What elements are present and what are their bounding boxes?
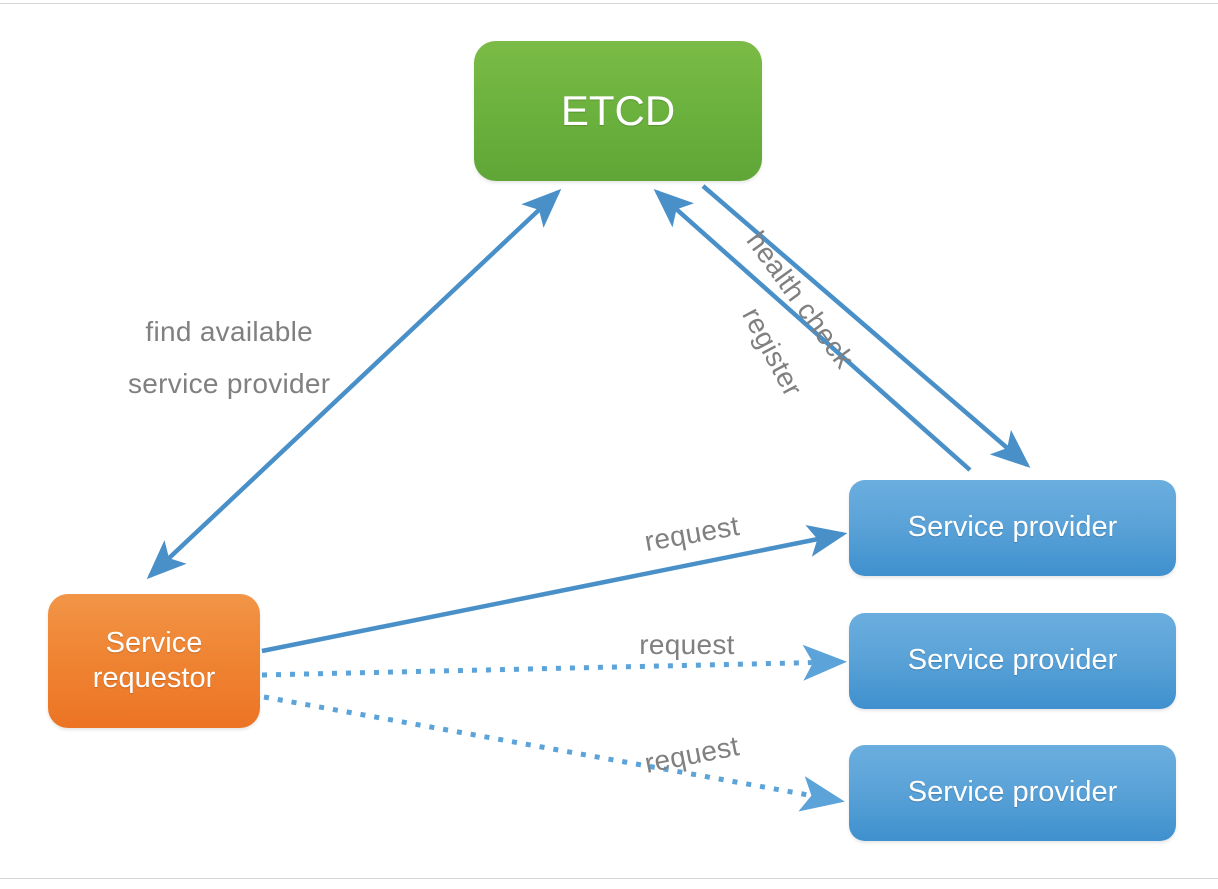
node-service-requestor[interactable]: Service requestor <box>48 594 260 728</box>
edge-label-request-2: request <box>639 629 735 660</box>
edge-label-find-available-line2: service provider <box>128 367 331 399</box>
node-service-provider-3-label: Service provider <box>907 776 1118 809</box>
node-service-provider-2-label: Service provider <box>907 644 1118 677</box>
frame-border-bottom <box>0 878 1218 879</box>
node-service-provider-3[interactable]: Service provider <box>849 745 1176 841</box>
node-service-provider-1-label: Service provider <box>907 511 1118 544</box>
edge-request-3 <box>263 694 845 812</box>
edge-label-request-1: request <box>642 509 742 558</box>
node-service-provider-1[interactable]: Service provider <box>849 480 1176 576</box>
node-service-provider-2[interactable]: Service provider <box>849 613 1176 709</box>
node-service-requestor-label: Service requestor <box>93 626 216 697</box>
node-etcd[interactable]: ETCD <box>474 41 762 181</box>
node-etcd-label: ETCD <box>560 87 676 135</box>
edge-label-find-available-line1: find available <box>145 316 314 347</box>
edge-label-find-available: find available service provider <box>128 306 330 410</box>
edge-label-request-3: request <box>642 730 742 779</box>
node-service-requestor-label-line1: Service <box>105 626 203 659</box>
frame-border-top <box>0 3 1218 4</box>
edge-request-2 <box>261 644 847 681</box>
edge-request-1 <box>261 525 848 654</box>
node-service-requestor-label-line2: requestor <box>92 662 216 694</box>
